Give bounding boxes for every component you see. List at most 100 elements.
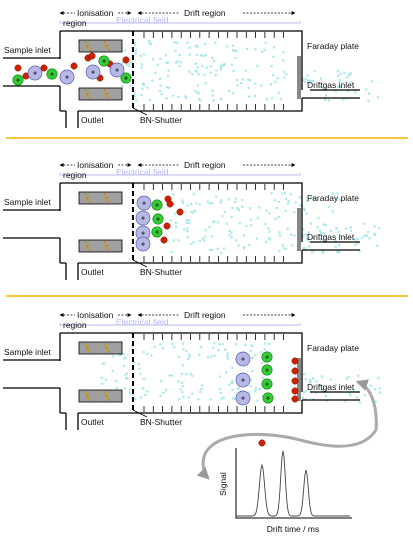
gas-particle <box>302 233 305 236</box>
gas-particle <box>150 43 153 46</box>
gas-particle <box>118 354 121 357</box>
sample-inlet-label: Sample inlet <box>4 347 51 357</box>
gas-particle <box>319 77 322 80</box>
gas-particle <box>173 203 176 206</box>
gas-particle <box>232 92 235 95</box>
gas-particle <box>170 374 174 377</box>
gas-particle <box>177 239 180 242</box>
gas-particle <box>126 372 129 375</box>
gas-particle <box>258 387 261 390</box>
ion-charge-symbol: + <box>50 72 54 79</box>
region-brackets <box>59 11 301 24</box>
gas-particle <box>236 207 239 210</box>
gas-particle <box>264 41 267 44</box>
lightning-icon <box>103 40 111 52</box>
gas-particle <box>195 202 198 205</box>
negative-ion <box>88 52 96 60</box>
gas-particle <box>349 394 352 397</box>
gas-particle <box>151 58 154 61</box>
gas-particle <box>220 64 223 67</box>
positive-ion-large <box>235 351 251 367</box>
gas-particle <box>311 79 314 83</box>
gas-particle <box>313 197 316 200</box>
gas-particle <box>293 211 296 214</box>
gas-particle <box>192 192 195 195</box>
gas-particle <box>357 374 360 377</box>
gas-particle <box>120 353 123 356</box>
gas-particle <box>277 215 280 218</box>
gas-particle <box>198 239 202 242</box>
gas-particle <box>153 345 156 348</box>
bn-shutter-leader <box>132 107 148 116</box>
negative-ion <box>14 64 22 72</box>
gas-particle <box>290 233 293 236</box>
gas-particle <box>166 86 169 89</box>
gas-particle <box>260 351 263 354</box>
gas-particle <box>134 44 137 47</box>
gas-particle <box>263 348 266 351</box>
gas-particle <box>286 202 289 205</box>
gas-particle <box>196 91 199 94</box>
gas-particle <box>268 230 271 233</box>
gas-particle <box>186 230 189 233</box>
ionisation-label-line1: Ionisation <box>77 160 114 170</box>
gas-particle <box>230 381 233 384</box>
gas-particle <box>334 383 337 386</box>
gas-particle <box>159 394 162 397</box>
gas-particle <box>178 355 181 358</box>
gas-particle <box>250 224 253 227</box>
gas-particle <box>185 221 188 224</box>
positive-ion-large <box>85 64 101 80</box>
gas-particle <box>171 94 175 97</box>
gas-particle <box>104 378 107 381</box>
positive-ion-large <box>136 195 152 211</box>
gas-particle <box>335 227 338 230</box>
gas-particle <box>343 236 346 239</box>
gas-particle <box>196 84 199 87</box>
gas-particle <box>175 61 178 64</box>
gas-particle <box>231 366 234 369</box>
gas-particle <box>200 388 203 391</box>
gas-particle <box>261 50 264 53</box>
gas-particle <box>123 365 126 368</box>
gas-particle <box>189 372 192 376</box>
gas-particle <box>177 95 180 98</box>
drift-region-label: Drift region <box>184 160 226 170</box>
gas-particle <box>265 209 268 212</box>
gas-particle <box>223 63 226 66</box>
gas-particle <box>124 49 127 52</box>
gas-particle <box>228 89 231 92</box>
gas-particle <box>261 361 264 364</box>
gas-particle <box>319 85 322 88</box>
gas-particle <box>307 240 310 243</box>
ion-charge-symbol: + <box>265 382 269 389</box>
gas-particle <box>320 231 323 235</box>
sample-inlet-label: Sample inlet <box>4 197 51 207</box>
gas-particle <box>303 208 306 211</box>
gas-particle <box>309 382 312 385</box>
gas-particle <box>133 361 136 365</box>
gas-particle <box>160 380 163 383</box>
faraday-plate-label: Faraday plate <box>307 41 359 51</box>
tube-wall-bottom <box>60 98 303 112</box>
gas-particle <box>338 251 341 254</box>
gas-particle <box>337 74 340 77</box>
gas-particle <box>304 378 307 381</box>
gas-particle <box>258 206 261 209</box>
gas-particle <box>154 71 157 74</box>
gas-particle <box>309 378 312 381</box>
region-brackets <box>59 313 301 326</box>
gas-particle <box>298 196 301 199</box>
gas-particle <box>142 377 146 380</box>
gas-particle <box>219 68 223 71</box>
gas-particle <box>241 78 245 81</box>
gas-particle <box>160 93 163 96</box>
gas-particle <box>371 80 374 83</box>
gas-particle <box>231 207 234 210</box>
gas-particle <box>181 199 184 202</box>
gas-particle <box>354 243 357 246</box>
gas-particle <box>221 215 224 218</box>
gas-particle <box>254 390 257 393</box>
tube-wall-top <box>59 30 303 111</box>
